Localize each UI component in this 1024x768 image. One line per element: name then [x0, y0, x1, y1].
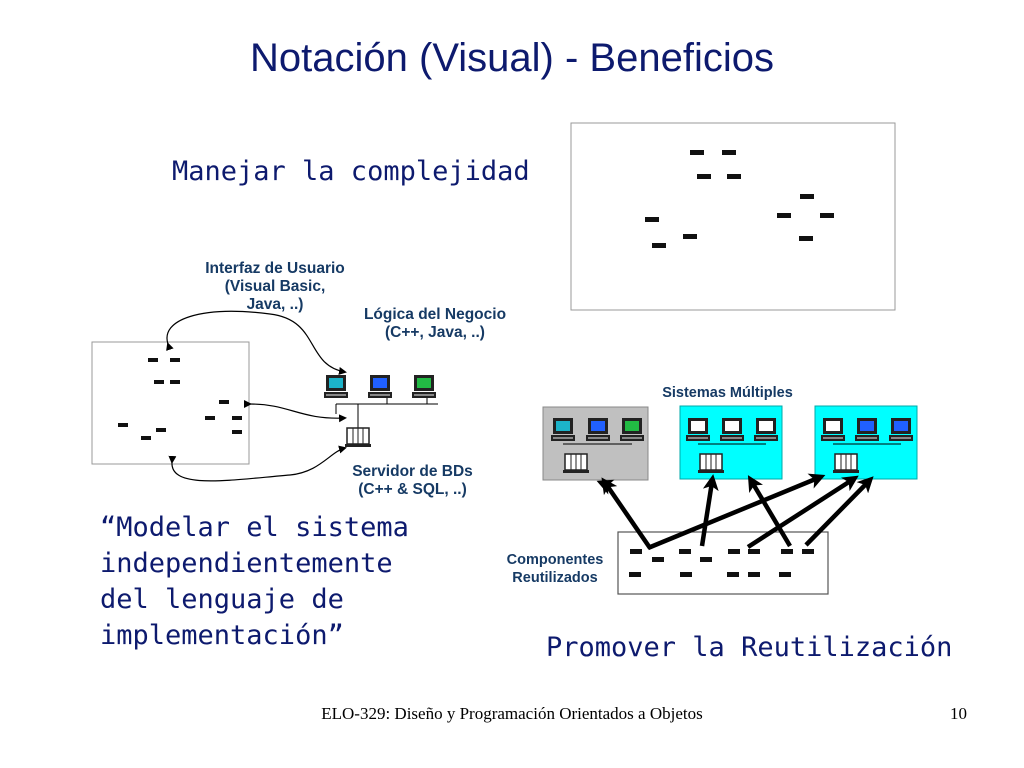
reused-components-label: Componentes Reutilizados: [506, 552, 604, 586]
connector-arrows: [166, 310, 347, 482]
model-box-left: [91, 341, 250, 465]
system-panel-cyan-1: [679, 405, 783, 480]
reuse-text: Promover la Reutilización: [546, 632, 953, 663]
system-panel-gray: [542, 406, 649, 481]
business-logic-label: Lógica del Negocio (C++, Java, ..): [363, 306, 507, 341]
reuse-arrows: [596, 473, 874, 551]
system-panel-cyan-2: [814, 405, 918, 480]
subtitle-complexity: Manejar la complejidad: [172, 156, 530, 187]
page-title: Notación (Visual) - Beneficios: [250, 36, 774, 80]
footer-text: ELO-329: Diseño y Programación Orientado…: [321, 704, 703, 723]
multiple-systems-label: Sistemas Múltiples: [662, 385, 793, 401]
three-tier-network: [324, 375, 438, 448]
components-box: [617, 531, 829, 595]
db-server-label: Servidor de BDs (C++ & SQL, ..): [352, 463, 473, 498]
quote-text: “Modelar el sistema independientemente d…: [100, 512, 409, 651]
model-box-top: [570, 122, 896, 311]
ui-label: Interfaz de Usuario (Visual Basic, Java,…: [205, 260, 345, 313]
page-number: 10: [950, 704, 967, 723]
